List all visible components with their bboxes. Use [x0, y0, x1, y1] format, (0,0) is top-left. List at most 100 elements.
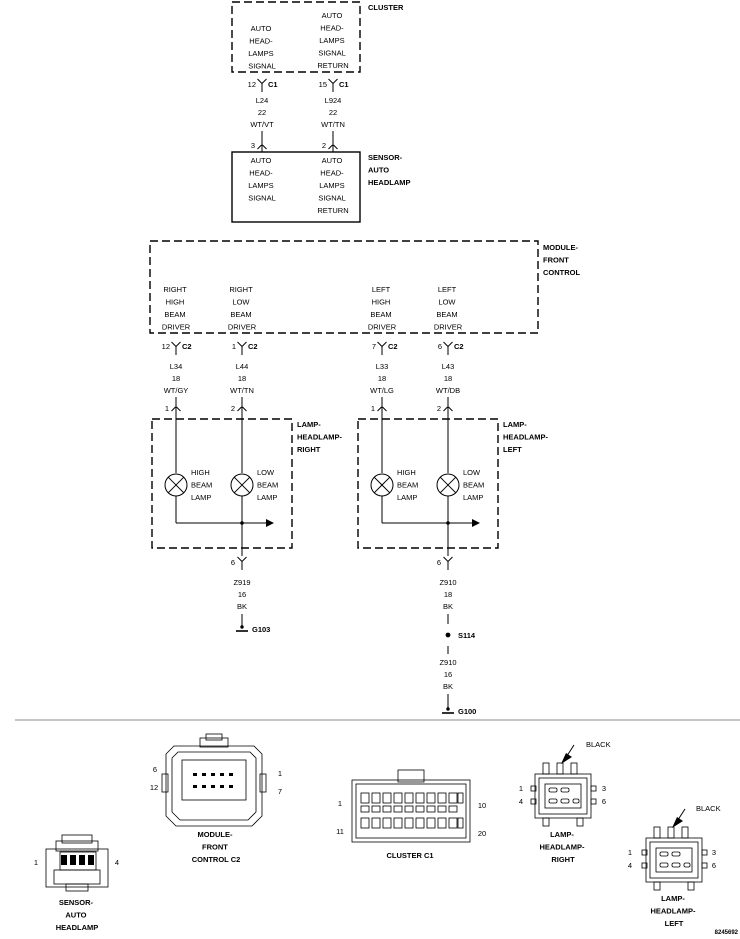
- wire-l924: L924 22 WT/TN 2: [321, 96, 345, 152]
- ground-g100-icon: [441, 706, 455, 714]
- lamp-headlamp-left-block: LAMP- HEADLAMP- LEFT HIGH BEAM LAMP LOW …: [357, 407, 550, 549]
- svg-text:10: 10: [478, 801, 486, 810]
- fcm-connector-7: 7 C2: [372, 341, 398, 355]
- ground-right-wire: 6 Z919 16 BK G103: [231, 523, 270, 634]
- svg-text:BK: BK: [237, 602, 247, 611]
- svg-text:1: 1: [34, 858, 38, 867]
- svg-text:15: 15: [319, 80, 327, 89]
- wire-l43: L43 18 WT/DB 2: [436, 362, 460, 413]
- svg-text:G100: G100: [458, 707, 476, 716]
- svg-text:LOW BEAM LAMP: LOW BEAM LAMP: [463, 468, 486, 502]
- fcm-outline: [149, 240, 539, 334]
- svg-text:12: 12: [162, 342, 170, 351]
- lamp-headlamp-right-block: LAMP- HEADLAMP- RIGHT HIGH BEAM LAMP LOW…: [151, 407, 344, 549]
- svg-text:3: 3: [712, 848, 716, 857]
- svg-text:22: 22: [258, 108, 266, 117]
- svg-text:1: 1: [278, 769, 282, 778]
- svg-text:WT/GY: WT/GY: [164, 386, 189, 395]
- left-high-beam-bulb-icon: [370, 473, 394, 497]
- fcm-c2-connector-view: 6 12 1 7 MODULE- FRONT CONTROL C2: [150, 733, 282, 864]
- svg-text:S114: S114: [458, 631, 476, 640]
- lamp-right-title: LAMP- HEADLAMP- RIGHT: [297, 420, 344, 454]
- svg-text:18: 18: [172, 374, 180, 383]
- svg-text:BK: BK: [443, 682, 453, 691]
- ground-g103-icon: [235, 624, 249, 632]
- svg-text:WT/TN: WT/TN: [321, 120, 345, 129]
- sensor-connector-view: 1 4 SENSOR- AUTO HEADLAMP: [34, 834, 119, 932]
- svg-text:L34: L34: [170, 362, 183, 371]
- svg-text:1: 1: [628, 848, 632, 857]
- svg-text:16: 16: [444, 670, 452, 679]
- cluster-outline: [231, 1, 361, 73]
- svg-text:2: 2: [437, 404, 441, 413]
- svg-text:Z910: Z910: [439, 658, 456, 667]
- fcm-title: MODULE- FRONT CONTROL: [543, 243, 580, 277]
- svg-text:7: 7: [372, 342, 376, 351]
- svg-text:12: 12: [248, 80, 256, 89]
- lamp-right-connector-view: BLACK 1 4 3 6 LAMP- HEADLAMP- RIGHT: [519, 740, 611, 864]
- lamp-left-view-label: LAMP- HEADLAMP- LEFT: [650, 894, 697, 928]
- svg-text:WT/LG: WT/LG: [370, 386, 394, 395]
- svg-text:L33: L33: [376, 362, 389, 371]
- svg-text:6: 6: [153, 765, 157, 774]
- svg-text:11: 11: [336, 827, 344, 836]
- svg-text:1: 1: [519, 784, 523, 793]
- sensor-pin1-label: AUTO HEAD- LAMPS SIGNAL: [248, 156, 276, 203]
- cluster-connector-c1-12: 12 C1: [248, 78, 278, 92]
- svg-text:Z919: Z919: [233, 578, 250, 587]
- wire-l34: L34 18 WT/GY 1: [164, 362, 189, 413]
- svg-text:7: 7: [278, 787, 282, 796]
- cluster-block: CLUSTER AUTO HEAD- LAMPS SIGNAL AUTO HEA…: [231, 1, 404, 73]
- svg-text:C2: C2: [388, 342, 398, 351]
- svg-text:BLACK: BLACK: [696, 804, 721, 813]
- svg-text:HIGH BEAM LAMP: HIGH BEAM LAMP: [397, 468, 420, 502]
- svg-text:LOW BEAM LAMP: LOW BEAM LAMP: [257, 468, 280, 502]
- svg-text:4: 4: [628, 861, 632, 870]
- svg-text:16: 16: [238, 590, 246, 599]
- right-high-beam-bulb-icon: [164, 473, 188, 497]
- fcm-block: MODULE- FRONT CONTROL RIGHT HIGH BEAM DR…: [149, 240, 580, 334]
- left-low-beam-bulb-icon: [436, 473, 460, 497]
- svg-text:1: 1: [232, 342, 236, 351]
- svg-text:L43: L43: [442, 362, 455, 371]
- svg-text:20: 20: [478, 829, 486, 838]
- fcm-connector-1: 1 C2: [232, 341, 258, 355]
- svg-text:18: 18: [444, 590, 452, 599]
- svg-text:C2: C2: [182, 342, 192, 351]
- svg-text:C2: C2: [454, 342, 464, 351]
- cluster-pin1-label: AUTO HEAD- LAMPS SIGNAL: [248, 24, 276, 71]
- svg-text:C1: C1: [268, 80, 278, 89]
- wire-l44: L44 18 WT/TN 2: [230, 362, 254, 413]
- svg-text:6: 6: [712, 861, 716, 870]
- svg-text:18: 18: [238, 374, 246, 383]
- sensor-pin2-label: AUTO HEAD- LAMPS SIGNAL RETURN: [317, 156, 348, 215]
- svg-text:22: 22: [329, 108, 337, 117]
- fcm-left-high-label: LEFT HIGH BEAM DRIVER: [368, 285, 397, 332]
- svg-text:18: 18: [378, 374, 386, 383]
- cluster-view-label: CLUSTER C1: [386, 851, 433, 860]
- fcm-left-low-label: LEFT LOW BEAM DRIVER: [434, 285, 463, 332]
- ground-left-wire: 6 Z910 18 BK S114 Z910 16 BK G100: [437, 523, 476, 716]
- fcm-right-high-label: RIGHT HIGH BEAM DRIVER: [162, 285, 191, 332]
- lamp-right-view-label: LAMP- HEADLAMP- RIGHT: [539, 830, 586, 864]
- sensor-title: SENSOR- AUTO HEADLAMP: [368, 153, 411, 187]
- sensor-view-label: SENSOR- AUTO HEADLAMP: [56, 898, 99, 932]
- svg-text:C1: C1: [339, 80, 349, 89]
- svg-text:6: 6: [602, 797, 606, 806]
- svg-text:3: 3: [602, 784, 606, 793]
- sensor-outline: [231, 151, 361, 223]
- svg-text:C2: C2: [248, 342, 258, 351]
- wire-l24: L24 22 WT/VT 3: [250, 96, 274, 152]
- svg-text:L924: L924: [325, 96, 342, 105]
- svg-text:BLACK: BLACK: [586, 740, 611, 749]
- lamp-left-title: LAMP- HEADLAMP- LEFT: [503, 420, 550, 454]
- svg-text:WT/TN: WT/TN: [230, 386, 254, 395]
- figure-id: 8245692: [715, 930, 739, 936]
- lamp-left-outline: [357, 418, 499, 549]
- svg-text:2: 2: [322, 141, 326, 150]
- svg-text:6: 6: [437, 558, 441, 567]
- svg-text:4: 4: [519, 797, 523, 806]
- svg-text:4: 4: [115, 858, 119, 867]
- svg-text:WT/DB: WT/DB: [436, 386, 460, 395]
